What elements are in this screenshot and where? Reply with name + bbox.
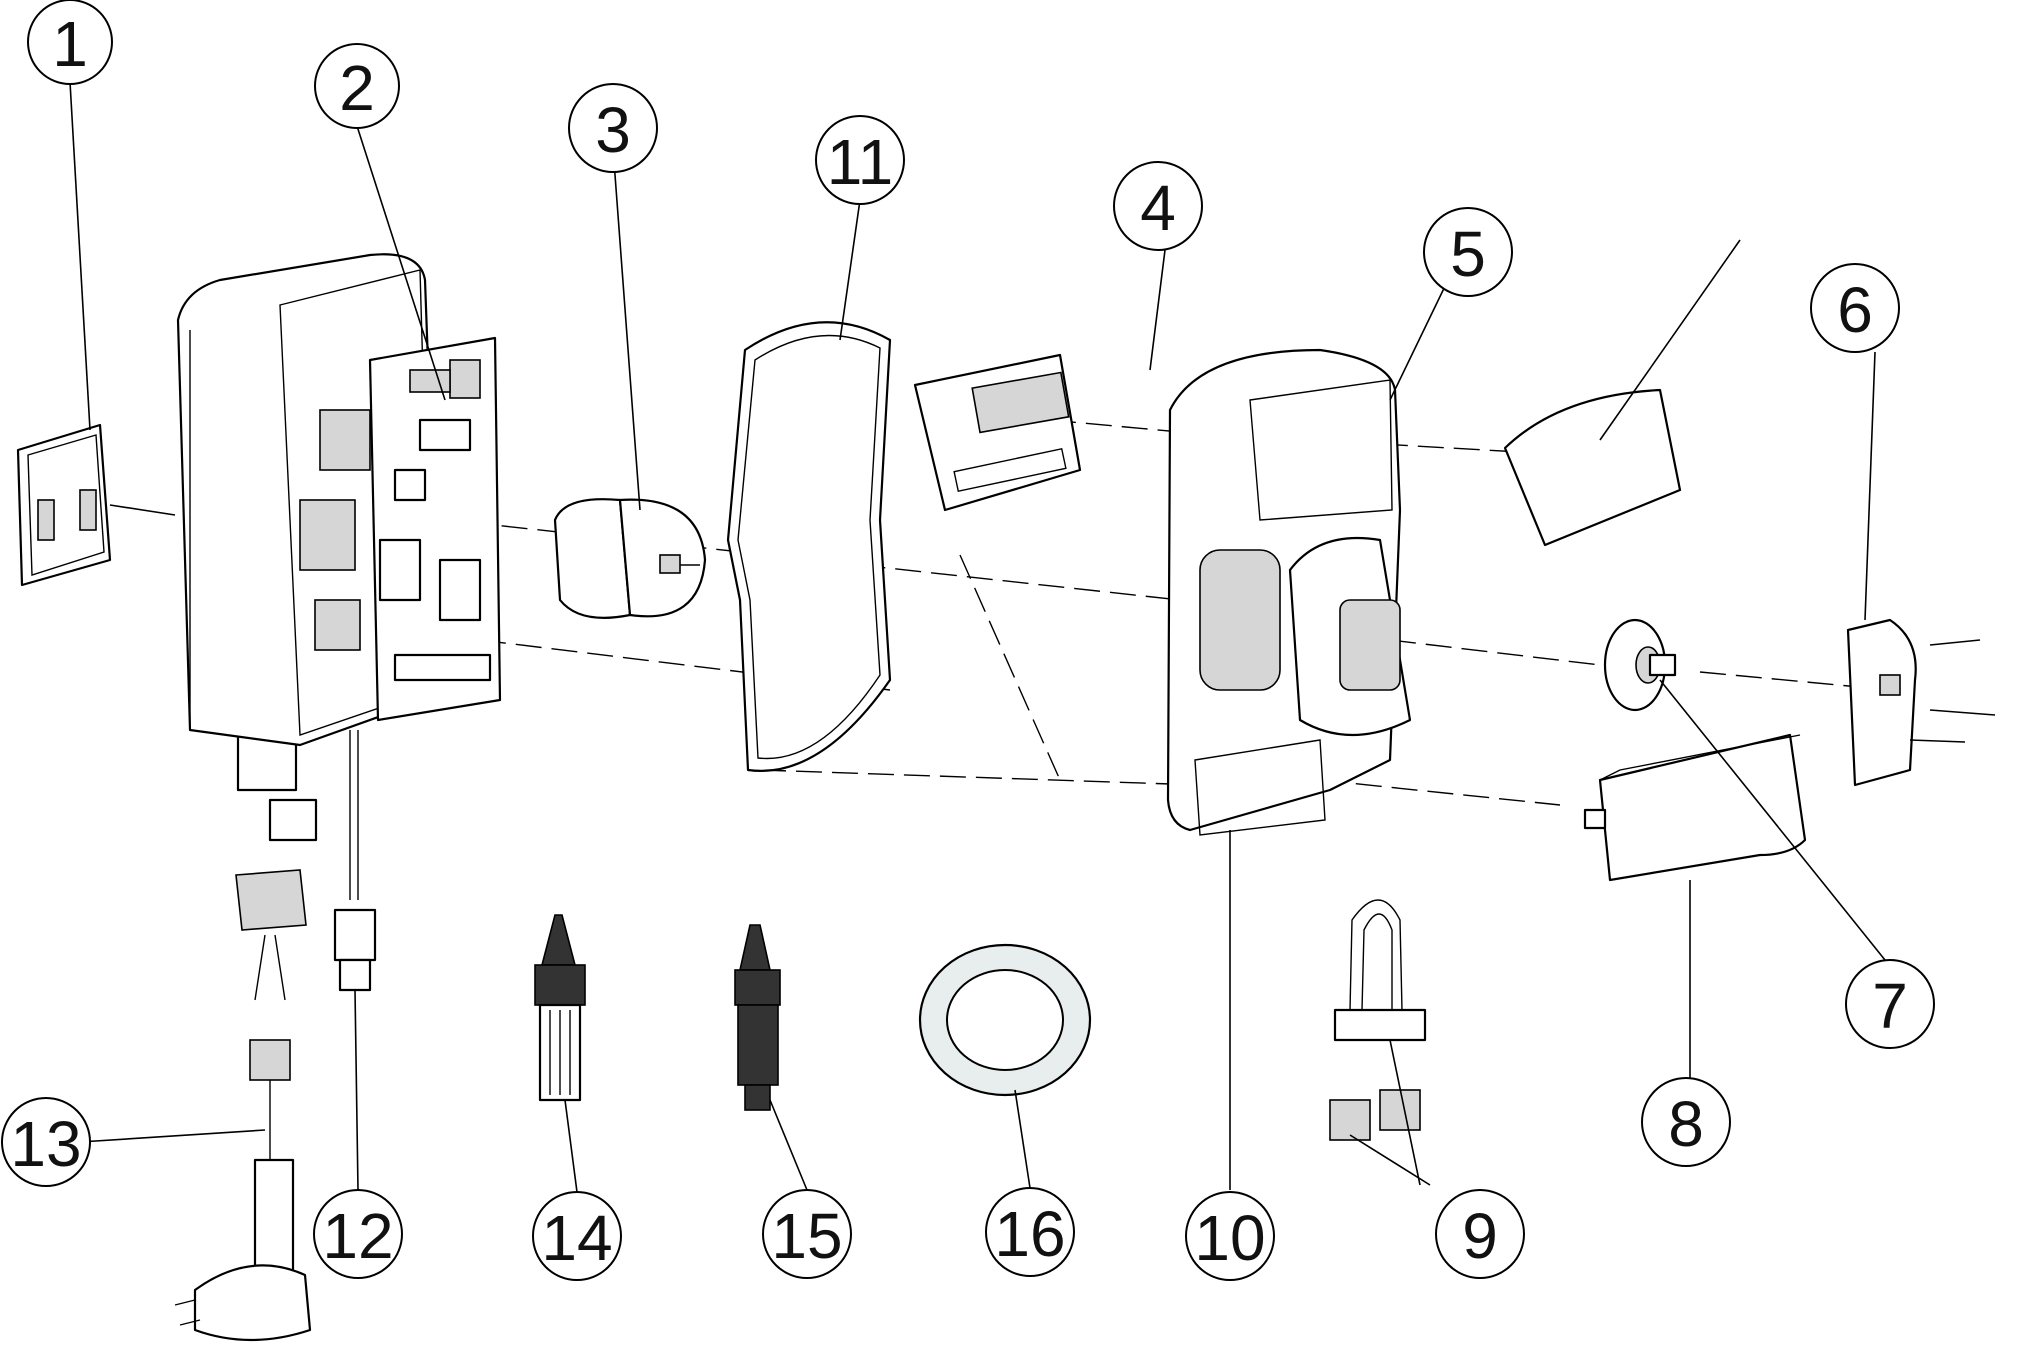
callout-12: 12 [313, 1189, 403, 1279]
callout-15: 15 [762, 1189, 852, 1279]
callout-label: 16 [994, 1198, 1065, 1270]
callout-label: 10 [1194, 1202, 1265, 1274]
callout-6: 6 [1810, 263, 1900, 353]
callout-7: 7 [1845, 959, 1935, 1049]
callout-label: 6 [1837, 274, 1873, 346]
callout-4: 4 [1113, 161, 1203, 251]
callout-label: 15 [771, 1200, 842, 1272]
callout-label: 11 [827, 126, 893, 198]
callout-label: 8 [1668, 1088, 1704, 1160]
callout-label: 9 [1462, 1200, 1498, 1272]
part-motor [553, 498, 707, 619]
callout-11: 11 [815, 115, 905, 205]
callout-label: 7 [1872, 970, 1908, 1042]
callout-16: 16 [985, 1187, 1075, 1277]
callout-14: 14 [532, 1191, 622, 1281]
callout-label: 5 [1450, 218, 1486, 290]
callout-label: 14 [541, 1202, 612, 1274]
callout-8: 8 [1641, 1077, 1731, 1167]
leader-lines [69, 81, 1886, 1193]
part-wall-bracket [16, 423, 176, 587]
part-power-cable [174, 708, 318, 1342]
callout-label: 4 [1140, 172, 1176, 244]
part-display-module [913, 353, 1082, 512]
part-gasket [726, 321, 892, 772]
callout-13: 13 [1, 1097, 91, 1187]
part-control-board [299, 336, 502, 722]
part-pump-cover [1846, 618, 1996, 787]
callout-9: 9 [1435, 1189, 1525, 1279]
part-injection-valve [734, 924, 781, 1111]
callout-label: 3 [595, 94, 631, 166]
part-sensor-box [1583, 733, 1807, 882]
callout-label: 12 [322, 1200, 393, 1272]
callout-10: 10 [1185, 1191, 1275, 1281]
part-foot-filter [534, 914, 586, 1102]
part-front-cover [1503, 388, 1682, 547]
callout-5: 5 [1423, 207, 1513, 297]
part-roller [1603, 618, 1677, 712]
callout-label: 1 [52, 8, 88, 80]
part-level-connector [333, 730, 377, 992]
callout-2: 2 [314, 43, 400, 129]
part-front-housing [1166, 348, 1412, 836]
callout-1: 1 [27, 0, 113, 85]
callout-label: 2 [339, 52, 375, 124]
callout-label: 13 [10, 1108, 81, 1180]
part-pump-tube [1329, 899, 1427, 1141]
part-tube-coil [918, 943, 1092, 1097]
callout-3: 3 [568, 83, 658, 173]
